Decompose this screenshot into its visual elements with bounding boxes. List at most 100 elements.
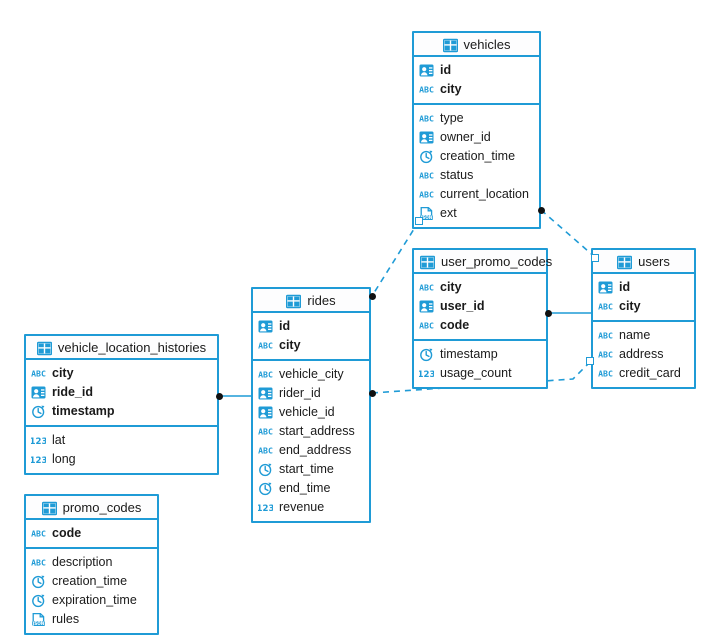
id-icon [419,63,434,78]
relationship-endpoint-dot-rel-rides-users[interactable] [368,389,376,397]
column-name: description [52,555,113,569]
column-name: lat [52,433,66,447]
column-row-rides-vehicle_id[interactable]: vehicle_id [253,403,369,422]
primary-key-row-vehicles-id[interactable]: id [414,61,539,80]
svg-text:ABC: ABC [31,558,46,568]
abc-icon: ABC [419,111,434,126]
clock-icon [258,462,273,477]
relationship-endpoint-dot-rel-vehicles-rides[interactable] [368,292,376,300]
relationship-endpoint-dot-rel-vlh-rides[interactable] [215,392,223,400]
svg-text:123: 123 [419,370,434,380]
table-header-user_promo_codes[interactable]: user_promo_codes [414,250,552,274]
abc-icon: ABC [31,555,46,570]
id-icon [419,299,434,314]
123-icon: 123 [31,452,46,467]
column-row-promo_codes-creation_time[interactable]: creation_time [26,572,157,591]
column-name: user_id [440,299,485,313]
123-icon: 123 [31,433,46,448]
column-name: ride_id [52,385,93,399]
column-name: vehicle_id [279,405,335,419]
svg-text:ABC: ABC [258,370,273,380]
relationship-endpoint-square-rel-vehicles-users[interactable] [591,254,599,262]
column-name: start_time [279,462,334,476]
clock-icon [31,593,46,608]
primary-key-row-vehicle_location_histories-timestamp[interactable]: timestamp [26,402,217,421]
primary-key-row-rides-id[interactable]: id [253,317,369,336]
svg-text:ABC: ABC [419,190,434,200]
relationship-endpoint-square-rel-rides-users[interactable] [586,357,594,365]
relationship-endpoint-dot-rel-user-promo-codes-users[interactable] [544,309,552,317]
table-header-vehicle_location_histories[interactable]: vehicle_location_histories [26,336,217,360]
abc-icon: ABC [419,82,434,97]
clock-icon [419,149,434,164]
primary-key-row-vehicle_location_histories-ride_id[interactable]: ride_id [26,383,217,402]
column-name: status [440,168,474,182]
table-header-vehicles[interactable]: vehicles [414,33,539,57]
svg-text:ABC: ABC [419,114,434,124]
table-header-users[interactable]: users [593,250,694,274]
svg-text:123: 123 [258,504,273,514]
table-title: rides [307,293,336,308]
column-row-user_promo_codes-timestamp[interactable]: timestamp [414,345,546,364]
abc-icon: ABC [258,443,273,458]
table-header-rides[interactable]: rides [253,289,369,313]
abc-icon: ABC [31,526,46,541]
relationship-endpoint-dot-rel-vehicles-users[interactable] [537,206,545,214]
column-name: vehicle_city [279,367,344,381]
id-icon [31,385,46,400]
column-name: code [52,526,82,540]
primary-key-row-promo_codes-code[interactable]: ABC code [26,524,157,543]
table-icon [41,501,57,516]
primary-key-row-user_promo_codes-user_id[interactable]: user_id [414,297,546,316]
column-row-vehicles-owner_id[interactable]: owner_id [414,128,539,147]
column-row-rides-start_time[interactable]: start_time [253,460,369,479]
column-name: id [279,319,291,333]
svg-text:JSON: JSON [32,621,45,626]
table-header-promo_codes[interactable]: promo_codes [26,496,157,520]
column-row-promo_codes-description[interactable]: ABC description [26,553,157,572]
column-row-rides-end_time[interactable]: end_time [253,479,369,498]
svg-text:123: 123 [31,437,46,447]
column-name: creation_time [52,574,128,588]
svg-text:ABC: ABC [258,341,273,351]
table-title: users [638,254,670,269]
primary-key-row-users-id[interactable]: id [593,278,694,297]
abc-icon: ABC [31,366,46,381]
relationship-endpoint-square-rel-vehicles-rides[interactable] [415,217,423,225]
column-row-promo_codes-expiration_time[interactable]: expiration_time [26,591,157,610]
column-row-rides-rider_id[interactable]: rider_id [253,384,369,403]
table-icon [420,255,435,270]
table-title: vehicles [463,37,511,52]
column-row-vehicles-creation_time[interactable]: creation_time [414,147,539,166]
column-row-vehicle_location_histories-lat[interactable]: 123 lat [26,431,217,450]
column-row-rides-vehicle_city[interactable]: ABC vehicle_city [253,365,369,384]
id-icon [419,130,434,145]
